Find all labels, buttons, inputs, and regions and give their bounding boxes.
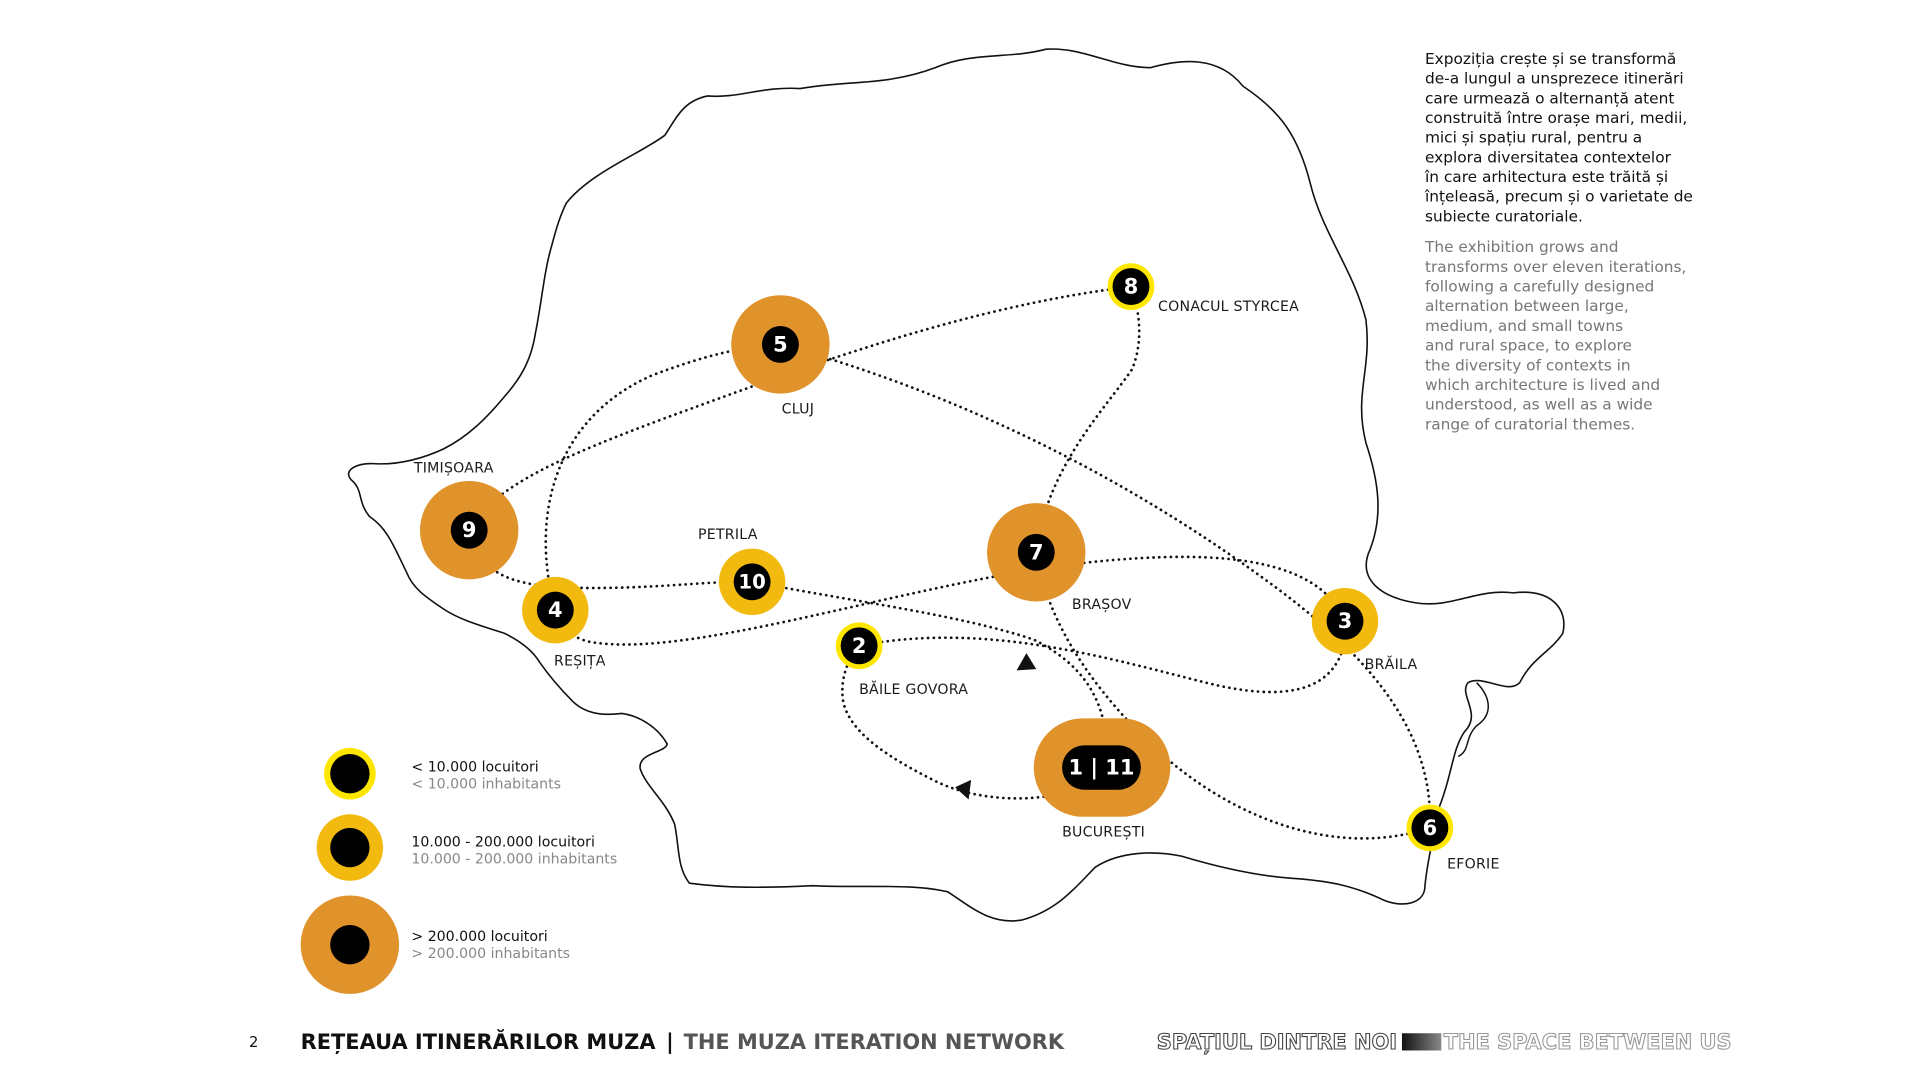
intro-en-line: following a carefully designed xyxy=(1425,278,1654,296)
city-number: 7 xyxy=(1029,540,1044,564)
intro-en-line: medium, and small towns xyxy=(1425,317,1623,335)
intro-ro-line: mici și spațiu rural, pentru a xyxy=(1425,129,1642,147)
city-label: EFORIE xyxy=(1447,856,1500,872)
intro-ro-line: explora diversitatea contextelor xyxy=(1425,148,1672,166)
page-number: 2 xyxy=(249,1034,258,1051)
city-label: REȘIȚA xyxy=(554,653,606,669)
intro-ro-line: Expoziția crește și se transformă xyxy=(1425,50,1676,68)
city-number: 2 xyxy=(852,634,867,658)
city-number: 1 | 11 xyxy=(1069,756,1135,781)
intro-ro-line: înțeleasă, precum și o varietate de xyxy=(1424,188,1693,206)
route-6-7 xyxy=(1034,550,1432,840)
legend-label: < 10.000 locuitori xyxy=(411,759,538,775)
intro-en-line: The exhibition grows and xyxy=(1424,238,1619,256)
city-baile-govora: 2 BĂILE GOVORA xyxy=(835,622,968,698)
city-label: PETRILA xyxy=(698,527,758,543)
city-resita: 4 REȘIȚA xyxy=(522,576,606,669)
city-label: CLUJ xyxy=(782,401,815,417)
route-7-8 xyxy=(1034,285,1141,554)
legend-item-large: > 200.000 locuitori > 200.000 inhabitant… xyxy=(300,895,570,994)
legend-label: 10.000 - 200.000 locuitori xyxy=(411,834,595,850)
brand-ro: SPAȚIUL DINTRE NOI xyxy=(1157,1030,1397,1055)
intro-en-line: the diversity of contexts in xyxy=(1425,356,1631,374)
route-3-4 xyxy=(553,555,1347,646)
legend-label: > 200.000 locuitori xyxy=(411,929,547,945)
intro-ro-line: în care arhitectura este trăită și xyxy=(1424,168,1668,186)
city-number: 4 xyxy=(548,598,563,622)
intro-ro-line: de-a lungul a unsprezece itinerări xyxy=(1425,70,1684,88)
romania-outline xyxy=(347,48,1565,922)
intro-en-line: transforms over eleven iterations, xyxy=(1425,258,1686,276)
legend-item-small: < 10.000 locuitori < 10.000 inhabitants xyxy=(324,747,561,800)
city-cluj: 5 CLUJ xyxy=(731,295,830,417)
city-label: BRAȘOV xyxy=(1072,597,1132,613)
city-label: TIMIȘOARA xyxy=(413,460,494,476)
city-number: 3 xyxy=(1338,609,1353,633)
route-10-11 xyxy=(750,580,1109,752)
intro-ro-line: construită între orașe mari, medii, xyxy=(1425,109,1687,127)
city-label: BUCUREȘTI xyxy=(1062,824,1145,840)
city-label: CONACUL STYRCEA xyxy=(1158,299,1299,315)
intro-en-line: understood, as well as a wide xyxy=(1425,396,1653,414)
city-label: BĂILE GOVORA xyxy=(859,680,968,698)
legend-label: < 10.000 inhabitants xyxy=(411,776,561,792)
footer-separator: | xyxy=(666,1030,674,1055)
footer: 2 REȚEAUA ITINERĂRILOR MUZA | THE MUZA I… xyxy=(249,1029,1732,1056)
intro-ro-line: subiecte curatoriale. xyxy=(1425,207,1583,225)
legend-item-medium: 10.000 - 200.000 locuitori 10.000 - 200.… xyxy=(316,814,617,881)
city-brasov: 7 BRAȘOV xyxy=(987,503,1132,613)
city-conacul-styrcea: 8 CONACUL STYRCEA xyxy=(1107,263,1299,315)
arrow-icon xyxy=(955,779,972,800)
city-timisoara: 9 TIMIȘOARA xyxy=(413,460,519,580)
city-braila: 3 BRĂILA xyxy=(1311,587,1418,673)
city-eforie: 6 EFORIE xyxy=(1406,804,1500,872)
route-1-2 xyxy=(841,644,1085,800)
city-petrila: 10 PETRILA xyxy=(698,527,786,616)
intro-en-line: range of curatorial themes. xyxy=(1425,415,1635,433)
route-lines xyxy=(467,285,1432,840)
city-number: 6 xyxy=(1423,816,1438,840)
brand-en: THE SPACE BETWEEN US xyxy=(1444,1030,1732,1054)
legend-label: > 200.000 inhabitants xyxy=(411,946,570,962)
legend: < 10.000 locuitori < 10.000 inhabitants … xyxy=(300,747,617,994)
city-number: 10 xyxy=(738,570,765,593)
city-number: 5 xyxy=(773,332,788,356)
intro-ro-line: care urmează o alternanță atent xyxy=(1425,89,1674,107)
route-5-6 xyxy=(779,343,1432,830)
footer-title-en: THE MUZA ITERATION NETWORK xyxy=(684,1030,1065,1054)
intro-text: Expoziția crește și se transformă de-a lu… xyxy=(1424,50,1693,433)
city-number: 8 xyxy=(1124,275,1139,299)
arrow-icon xyxy=(1016,653,1037,671)
intro-en-line: and rural space, to explore xyxy=(1425,337,1632,355)
intro-en-line: which architecture is lived and xyxy=(1425,376,1660,394)
footer-title-ro: REȚEAUA ITINERĂRILOR MUZA xyxy=(301,1029,657,1055)
danube-delta-outline xyxy=(1457,682,1489,758)
legend-label: 10.000 - 200.000 inhabitants xyxy=(411,852,617,868)
city-bucuresti: 1 | 11 BUCUREȘTI xyxy=(1033,718,1171,840)
route-8-9 xyxy=(467,285,1133,532)
intro-en-line: alternation between large, xyxy=(1425,297,1629,315)
brand-gradient-bar xyxy=(1401,1033,1442,1051)
city-label: BRĂILA xyxy=(1365,655,1418,673)
city-number: 9 xyxy=(462,518,477,542)
